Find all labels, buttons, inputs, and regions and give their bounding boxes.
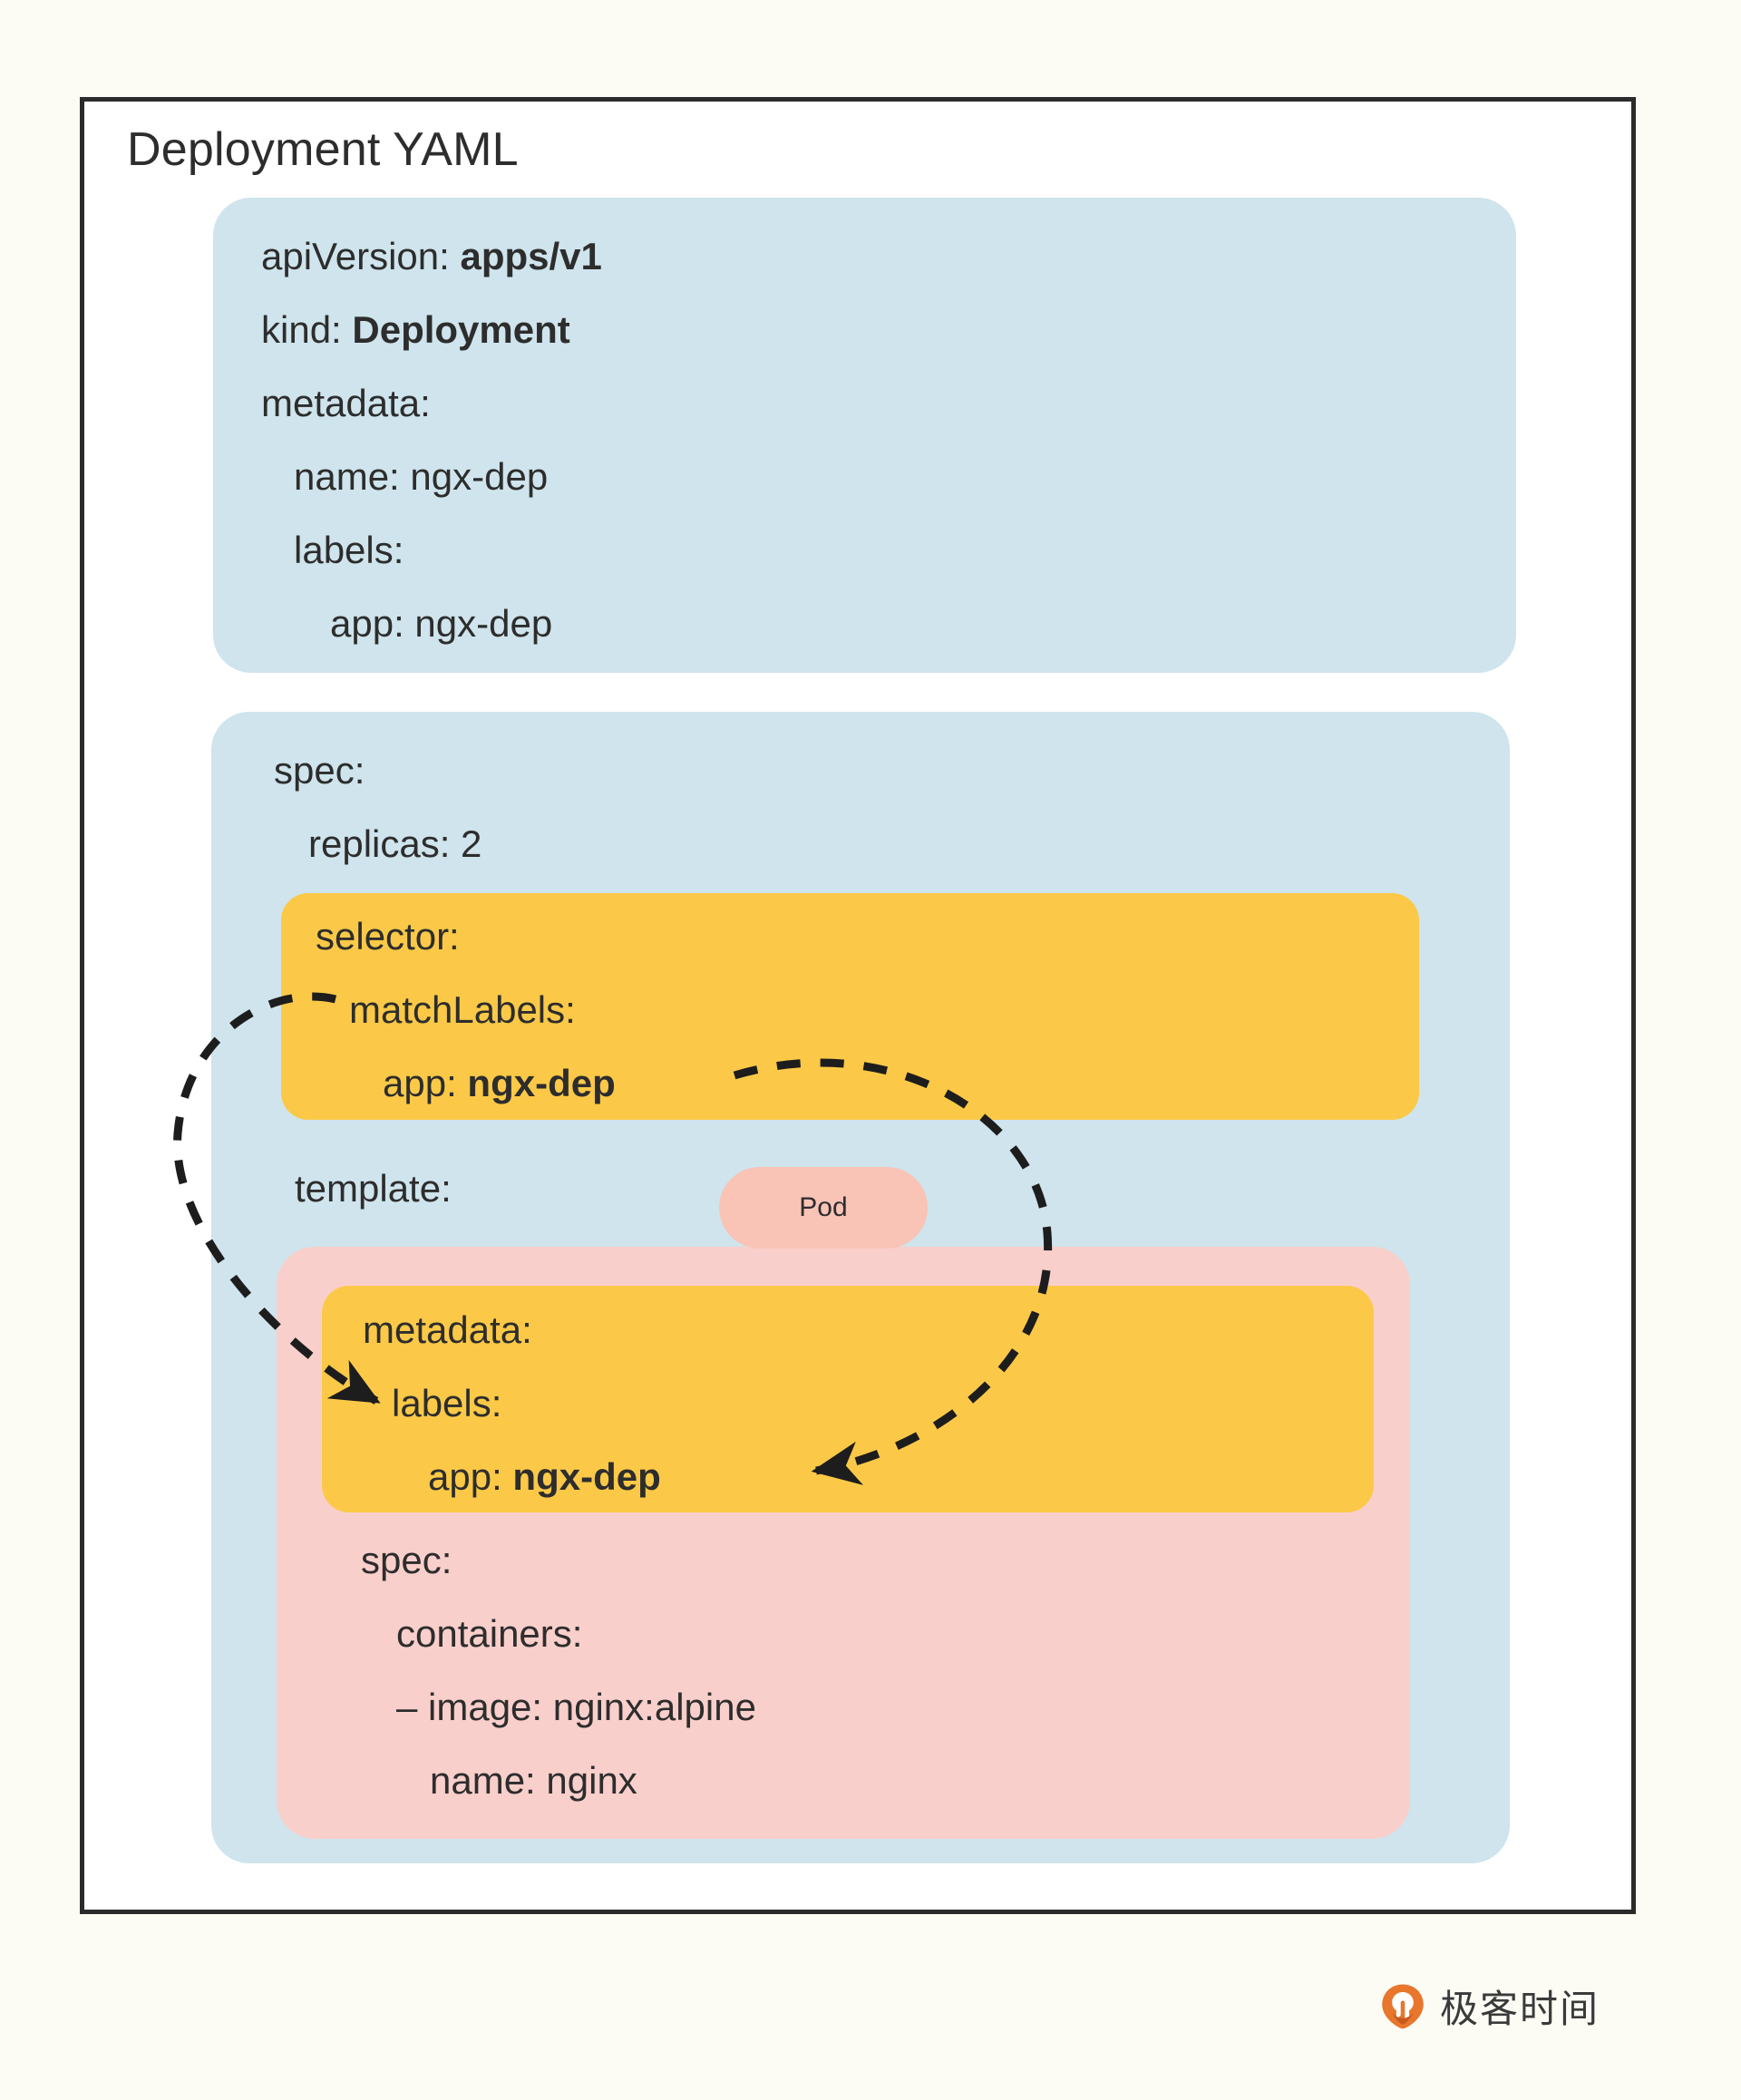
yaml-line-template: template: [295,1167,452,1210]
brand-name: 极客时间 [1440,1988,1600,2030]
yaml-line-replicas: replicas: 2 [308,822,482,865]
yaml-line-podspec-image: – image: nginx:alpine [396,1686,756,1728]
yaml-line-metadata-name: name: ngx-dep [294,455,549,498]
brand-watermark: 极客时间 [1378,1978,1600,2034]
yaml-value-selector-app: ngx-dep [467,1062,616,1104]
yaml-line-pod-labels: labels: [392,1382,502,1424]
yaml-value-apiversion: apps/v1 [460,235,602,277]
yaml-key-selector-app: app: [383,1062,468,1104]
yaml-line-podspec-containers: containers: [396,1612,583,1655]
yaml-line-selector: selector: [316,915,460,958]
yaml-line-pod-metadata: metadata: [363,1308,532,1351]
metadata-block [213,198,1516,673]
yaml-line-apiversion: apiVersion: apps/v1 [261,238,602,276]
pod-pill-badge: Pod [719,1167,928,1249]
pod-pill-label: Pod [799,1192,848,1222]
yaml-line-matchlabels: matchLabels: [349,988,576,1031]
yaml-line-metadata-labels: labels: [294,529,404,571]
yaml-value-kind: Deployment [352,308,570,351]
yaml-line-podspec-name: name: nginx [430,1759,637,1802]
page-title: Deployment YAML [127,123,519,176]
yaml-line-spec: spec: [274,749,365,792]
yaml-key-apiversion: apiVersion: [261,235,461,277]
yaml-key-pod-app: app: [428,1455,513,1498]
yaml-line-metadata-app: app: ngx-dep [330,602,553,645]
yaml-line-pod-app: app: ngx-dep [428,1458,661,1496]
yaml-key-kind: kind: [261,308,353,351]
yaml-value-pod-app: ngx-dep [512,1455,661,1498]
yaml-line-podspec-spec: spec: [361,1539,452,1581]
yaml-line-kind: kind: Deployment [261,311,570,349]
geektime-logo-icon [1382,1984,1424,2028]
yaml-line-metadata: metadata: [261,382,431,424]
yaml-line-selector-app: app: ngx-dep [383,1065,616,1103]
